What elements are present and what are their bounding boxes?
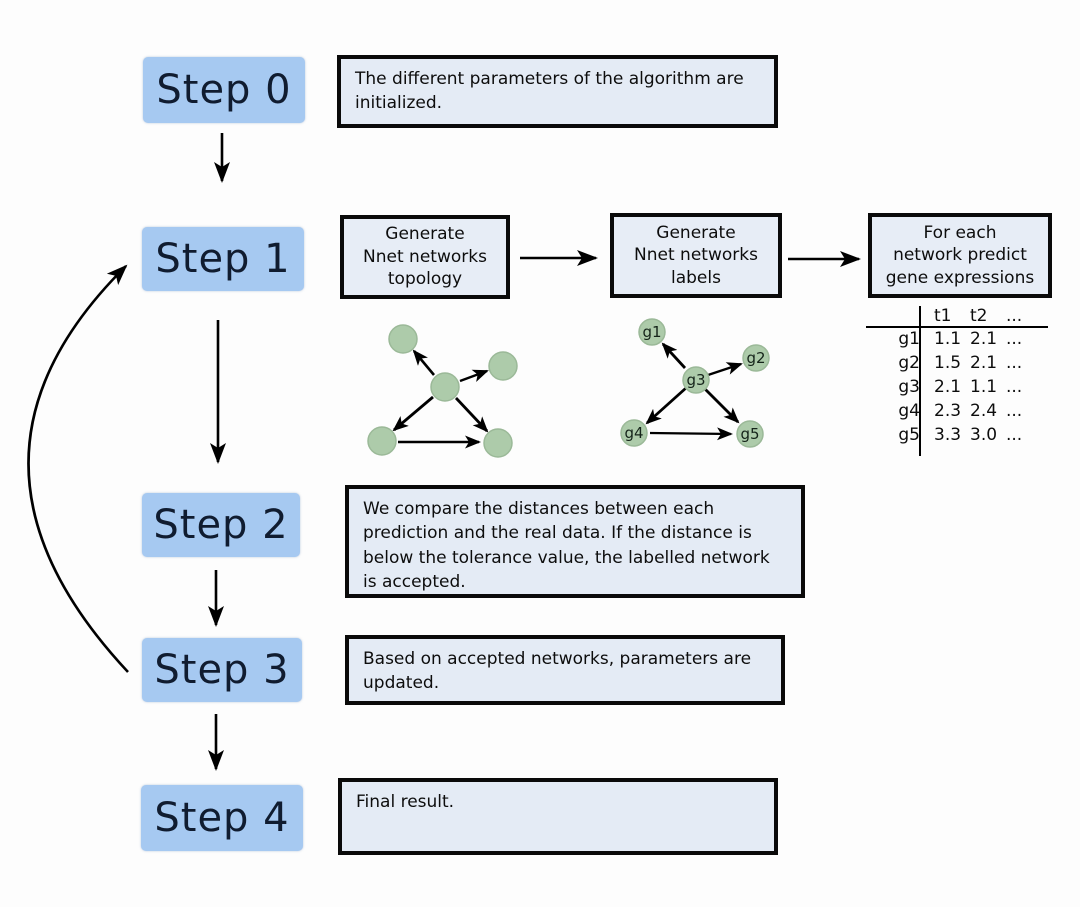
cell: ... xyxy=(1006,329,1023,349)
node-g3 xyxy=(682,366,710,394)
predict-expressions-box: For each network predict gene expression… xyxy=(868,213,1052,298)
node-g5 xyxy=(736,420,764,448)
gene-label: g3 xyxy=(898,377,920,397)
cell: 2.1 xyxy=(934,377,962,397)
generate-topology-label: Generate Nnet networks topology xyxy=(363,224,487,290)
step-0-description-box: The different parameters of the algorith… xyxy=(337,55,778,128)
edge-g3-g1 xyxy=(661,342,687,369)
gene-label: g5 xyxy=(898,425,920,445)
topology-network xyxy=(367,324,518,458)
edge-center-bottomleft xyxy=(392,395,434,432)
edge-g3-g5 xyxy=(704,388,740,424)
node-g2 xyxy=(742,344,770,372)
edge-center-right xyxy=(459,369,489,383)
node-g1-label: g1 xyxy=(642,323,661,341)
col-more: ... xyxy=(1006,306,1023,326)
cell: 2.4 xyxy=(970,401,998,421)
labeled-network: g1 g2 g3 g4 g5 xyxy=(620,318,770,448)
cell: ... xyxy=(1006,353,1023,373)
cell: 2.1 xyxy=(970,329,998,349)
edge-g3-g4 xyxy=(645,386,687,425)
step-2-description: We compare the distances between each pr… xyxy=(363,499,770,593)
step-0-box: Step 0 xyxy=(143,57,305,123)
topology-node-5 xyxy=(483,428,513,458)
step-2-description-box: We compare the distances between each pr… xyxy=(345,485,805,598)
generate-labels-box: Generate Nnet networks labels xyxy=(610,213,782,298)
step-2-label: Step 2 xyxy=(153,502,289,548)
table-corner-cell xyxy=(866,305,928,327)
cell: 2.3 xyxy=(934,401,962,421)
col-t1: t1 xyxy=(934,306,952,326)
cell: 3.0 xyxy=(970,425,998,445)
node-g1 xyxy=(638,318,666,346)
node-g4 xyxy=(620,419,648,447)
topology-node-3 xyxy=(430,372,460,402)
step-2-box: Step 2 xyxy=(142,493,300,557)
table-row: g4 2.3 2.4 ... xyxy=(866,399,1036,423)
topology-node-1 xyxy=(388,324,418,354)
step-4-box: Step 4 xyxy=(141,785,303,851)
cell: ... xyxy=(1006,401,1023,421)
step-3-description-box: Based on accepted networks, parameters a… xyxy=(345,635,785,705)
step-0-label: Step 0 xyxy=(156,67,292,113)
gene-label: g2 xyxy=(898,353,920,373)
step-1-box: Step 1 xyxy=(142,227,304,291)
cell: 1.1 xyxy=(970,377,998,397)
step-1-label: Step 1 xyxy=(155,236,291,282)
table-header-row: t1 t2 ... xyxy=(866,305,1036,327)
table-row: g5 3.3 3.0 ... xyxy=(866,423,1036,447)
topology-node-2 xyxy=(488,351,518,381)
step-4-description: Final result. xyxy=(356,792,455,812)
edge-g4-g5 xyxy=(649,427,733,441)
gene-label: g1 xyxy=(898,329,920,349)
generate-topology-box: Generate Nnet networks topology xyxy=(340,215,510,299)
step-4-label: Step 4 xyxy=(154,795,290,841)
table-row: g2 1.5 2.1 ... xyxy=(866,351,1036,375)
node-g3-label: g3 xyxy=(686,371,705,389)
table-row: g3 2.1 1.1 ... xyxy=(866,375,1036,399)
cell: ... xyxy=(1006,425,1023,445)
predict-expressions-label: For each network predict gene expression… xyxy=(885,222,1035,288)
cell: 3.3 xyxy=(934,425,962,445)
col-t2: t2 xyxy=(970,306,988,326)
arrow-step3-loop-step1 xyxy=(27,264,129,673)
cell: 2.1 xyxy=(970,353,998,373)
step-3-label: Step 3 xyxy=(154,647,290,693)
step-0-description: The different parameters of the algorith… xyxy=(355,69,744,114)
step-3-description: Based on accepted networks, parameters a… xyxy=(363,649,752,694)
node-g4-label: g4 xyxy=(624,424,643,442)
node-g2-label: g2 xyxy=(746,349,765,367)
cell: ... xyxy=(1006,377,1023,397)
step-3-box: Step 3 xyxy=(142,638,302,702)
table-row: g1 1.1 2.1 ... xyxy=(866,327,1036,351)
expression-table: t1 t2 ... g1 1.1 2.1 ... g2 1.5 2.1 ... … xyxy=(866,305,1036,447)
cell: 1.5 xyxy=(934,353,962,373)
step-4-description-box: Final result. xyxy=(338,778,778,855)
edge-g3-g2 xyxy=(707,362,743,377)
generate-labels-label: Generate Nnet networks labels xyxy=(634,222,758,288)
node-g5-label: g5 xyxy=(740,425,759,443)
cell: 1.1 xyxy=(934,329,962,349)
topology-node-4 xyxy=(367,426,397,456)
gene-label: g4 xyxy=(898,401,920,421)
edge-center-topleft xyxy=(412,349,435,376)
edge-center-bottomright xyxy=(454,397,489,433)
